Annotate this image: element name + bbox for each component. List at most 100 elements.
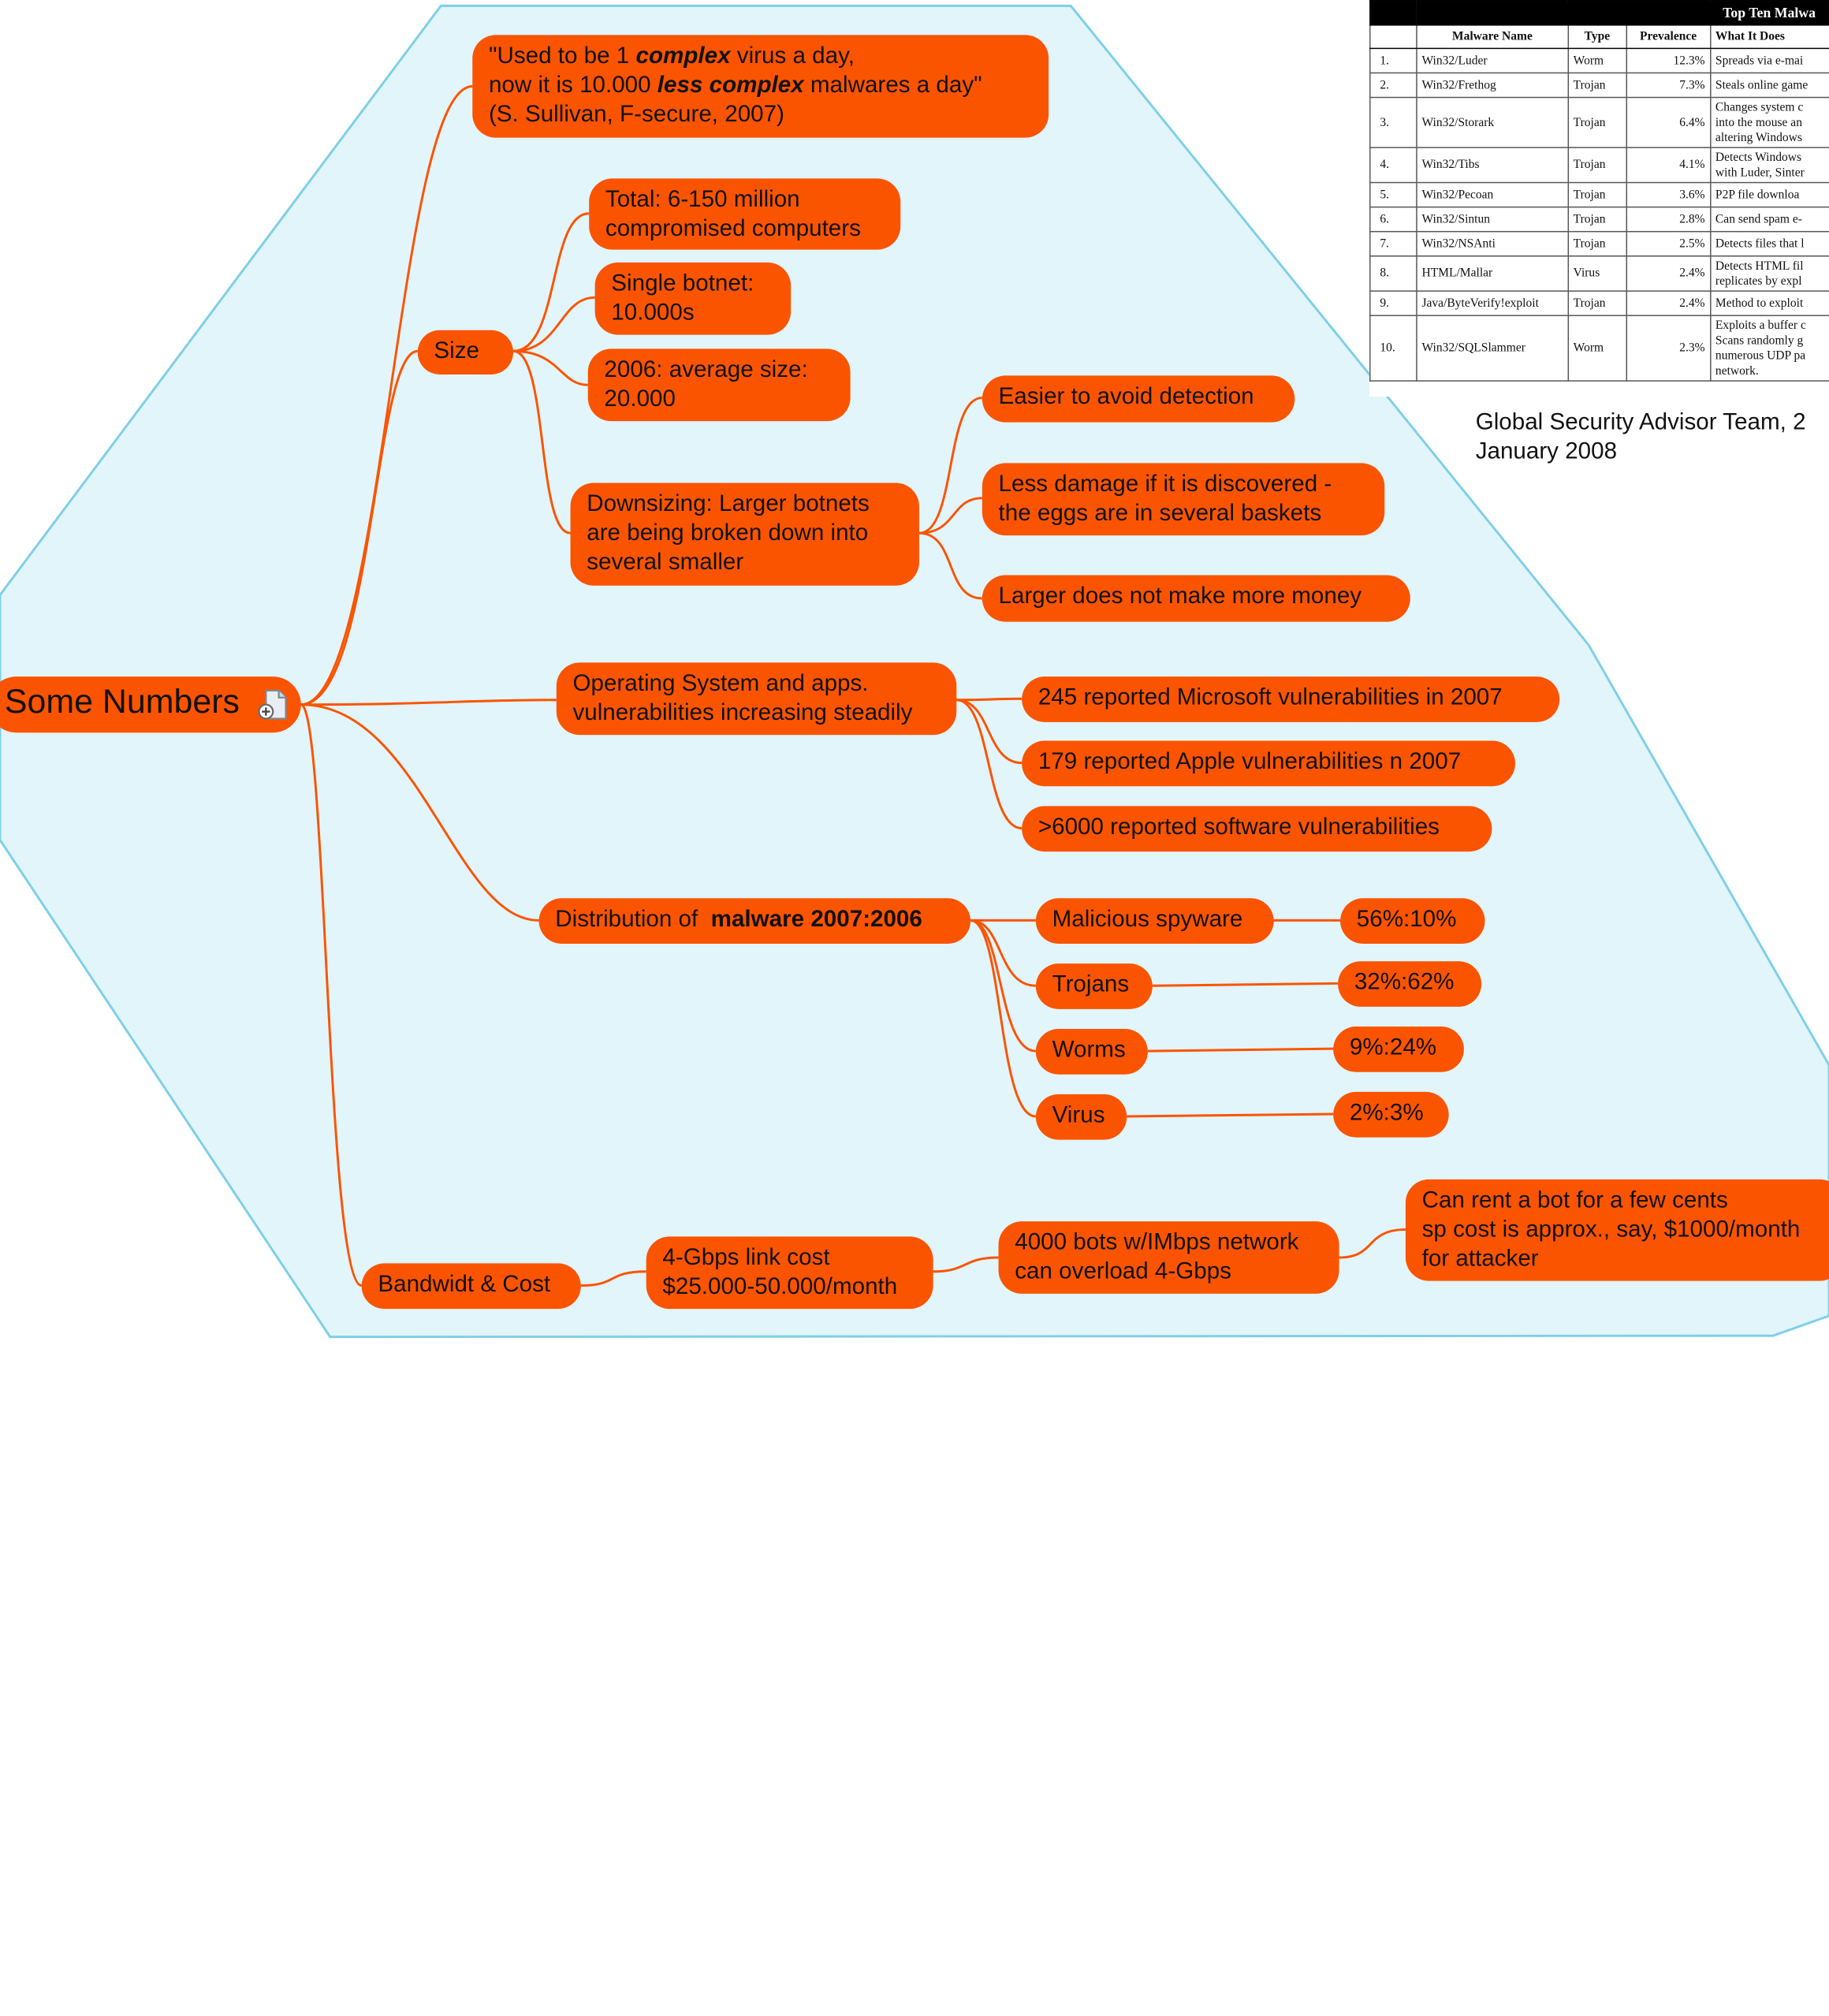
table-cell: 4.1%: [1626, 147, 1712, 184]
quote-line-1: "Used to be 1 complex virus a day,: [489, 42, 1032, 71]
size-single-node[interactable]: Single botnet: 10.000s: [594, 262, 792, 335]
quote-text: "Used to be 1: [488, 43, 636, 69]
table-cell: 2.: [1369, 72, 1417, 99]
table-cell: Win32/Sintun: [1416, 206, 1569, 233]
table-cell: Can send spam e-: [1709, 206, 1829, 233]
reason-damage-node[interactable]: Less damage if it is discovered - the eg…: [982, 463, 1385, 536]
table-cell: Win32/Tibs: [1416, 147, 1569, 184]
node-line: 4-Gbps link cost: [662, 1244, 830, 1271]
size-total-node[interactable]: Total: 6-150 million compromised compute…: [589, 178, 901, 250]
reason-detection-node[interactable]: Easier to avoid detection: [982, 375, 1295, 423]
table-cell: 10.: [1369, 315, 1417, 382]
table-cell-line: Steals online game: [1715, 78, 1809, 92]
table-cell: Win32/Pecoan: [1416, 181, 1569, 208]
table-cell-line: with Luder, Sinter: [1715, 166, 1805, 180]
node-line: Downsizing: Larger botnets: [587, 490, 870, 517]
table-cell-line: Method to exploit: [1715, 296, 1804, 310]
table-cell: Trojan: [1567, 181, 1627, 208]
table-cell: Trojan: [1567, 96, 1627, 148]
table-cell: 2.4%: [1626, 290, 1712, 316]
table-header-cell: Prevalence: [1626, 24, 1712, 50]
node-line: Bandwidt & Cost: [378, 1271, 551, 1298]
node-line: Total: 6-150 million: [605, 186, 800, 213]
quote-emphasis: complex: [635, 43, 731, 69]
link-cost-node[interactable]: 4-Gbps link cost $25.000-50.000/month: [646, 1236, 933, 1310]
root-label: Some Numbers: [4, 684, 240, 721]
node-line: 20.000: [604, 386, 676, 412]
quote-node[interactable]: "Used to be 1 complex virus a day, now i…: [472, 35, 1049, 138]
dist-trojans-value[interactable]: 32%:62%: [1338, 961, 1482, 1007]
table-cell: 2.4%: [1626, 255, 1712, 292]
dist-worms-value[interactable]: 9%:24%: [1333, 1027, 1464, 1072]
dist-spyware-value[interactable]: 56%:10%: [1340, 898, 1485, 944]
downsizing-node[interactable]: Downsizing: Larger botnets are being bro…: [570, 483, 919, 586]
distribution-node[interactable]: Distribution of malware 2007:2006: [538, 898, 971, 944]
table-cell-line: Exploits a buffer c: [1715, 319, 1806, 332]
bandwidth-node[interactable]: Bandwidt & Cost: [361, 1263, 581, 1310]
table-cell: 5.: [1369, 181, 1417, 208]
vuln-apple-node[interactable]: 179 reported Apple vulnerabilities n 200…: [1022, 740, 1516, 787]
dist-spyware-node[interactable]: Malicious spyware: [1035, 898, 1274, 944]
size-node[interactable]: Size: [417, 330, 514, 375]
caption-line: Global Security Advisor Team, 2: [1475, 409, 1806, 435]
quote-text: now it is 10.000: [488, 72, 657, 99]
table-cell-line: Spreads via e-mai: [1715, 54, 1804, 68]
node-line: 10.000s: [611, 300, 695, 326]
bots-overload-node[interactable]: 4000 bots w/IMbps network can overload 4…: [998, 1221, 1339, 1294]
table-cell: Detects files that l: [1709, 230, 1829, 257]
vuln-microsoft-node[interactable]: 245 reported Microsoft vulnerabilities i…: [1022, 676, 1560, 722]
node-line: for attacker: [1421, 1246, 1539, 1272]
node-line: Can rent a bot for a few cents: [1421, 1187, 1728, 1213]
table-cell: 8.: [1369, 255, 1417, 292]
dist-trojans-node[interactable]: Trojans: [1035, 963, 1153, 1009]
table-cell: Worm: [1567, 315, 1627, 382]
table-caption: Global Security Advisor Team, 2 January …: [1476, 408, 1806, 467]
table-cell: Steals online game: [1709, 72, 1829, 99]
node-line: several smaller: [587, 549, 744, 576]
node-line: 4000 bots w/IMbps network: [1015, 1229, 1299, 1256]
table-cell-line: Scans randomly g: [1715, 334, 1804, 348]
dist-virus-value[interactable]: 2%:3%: [1333, 1091, 1449, 1138]
table-cell: Win32/Frethog: [1416, 72, 1569, 99]
table-cell: 7.3%: [1626, 72, 1712, 99]
node-line: Malicious spyware: [1052, 906, 1243, 933]
node-line: 2%:3%: [1349, 1100, 1424, 1126]
dist-worms-node[interactable]: Worms: [1035, 1029, 1148, 1075]
dist-virus-node[interactable]: Virus: [1035, 1094, 1127, 1140]
quote-source: (S. Sullivan, F-secure, 2007): [488, 101, 784, 128]
table-cell: 2.5%: [1626, 230, 1712, 257]
size-average-node[interactable]: 2006: average size: 20.000: [587, 348, 851, 422]
table-cell: Method to exploit: [1709, 290, 1829, 316]
quote-text: virus a day,: [730, 43, 855, 69]
node-line: are being broken down into: [587, 520, 869, 546]
table-cell-line: Detects HTML fil: [1715, 259, 1804, 273]
table-cell-line: Detects Windows: [1715, 151, 1802, 164]
table-cell: Win32/Storark: [1416, 96, 1569, 148]
node-line: Larger does not make more money: [998, 583, 1362, 609]
table-cell-line: replicates by expl: [1715, 274, 1802, 288]
table-cell: 12.3%: [1626, 47, 1712, 74]
node-line: Trojans: [1052, 971, 1130, 998]
table-title: Top Ten Malwa: [1416, 0, 1829, 26]
table-cell: Trojan: [1567, 206, 1627, 233]
reason-money-node[interactable]: Larger does not make more money: [982, 575, 1410, 622]
document-add-icon[interactable]: [255, 687, 290, 721]
table-cell: Detects Windows with Luder, Sinter: [1709, 147, 1829, 184]
table-cell-line: Detects files that l: [1715, 237, 1805, 251]
node-line: compromised computers: [605, 215, 861, 242]
root-node[interactable]: Some Numbers: [0, 676, 301, 733]
table-cell: Trojan: [1567, 72, 1627, 99]
table-cell: 7.: [1369, 230, 1417, 257]
table-cell-line: altering Windows: [1715, 131, 1802, 144]
rent-bot-node[interactable]: Can rent a bot for a few cents sp cost i…: [1405, 1179, 1829, 1281]
node-line: the eggs are in several baskets: [998, 500, 1322, 527]
vuln-software-node[interactable]: >6000 reported software vulnerabilities: [1022, 806, 1492, 852]
vulnerabilities-node[interactable]: Operating System and apps. vulnerabiliti…: [556, 662, 957, 736]
